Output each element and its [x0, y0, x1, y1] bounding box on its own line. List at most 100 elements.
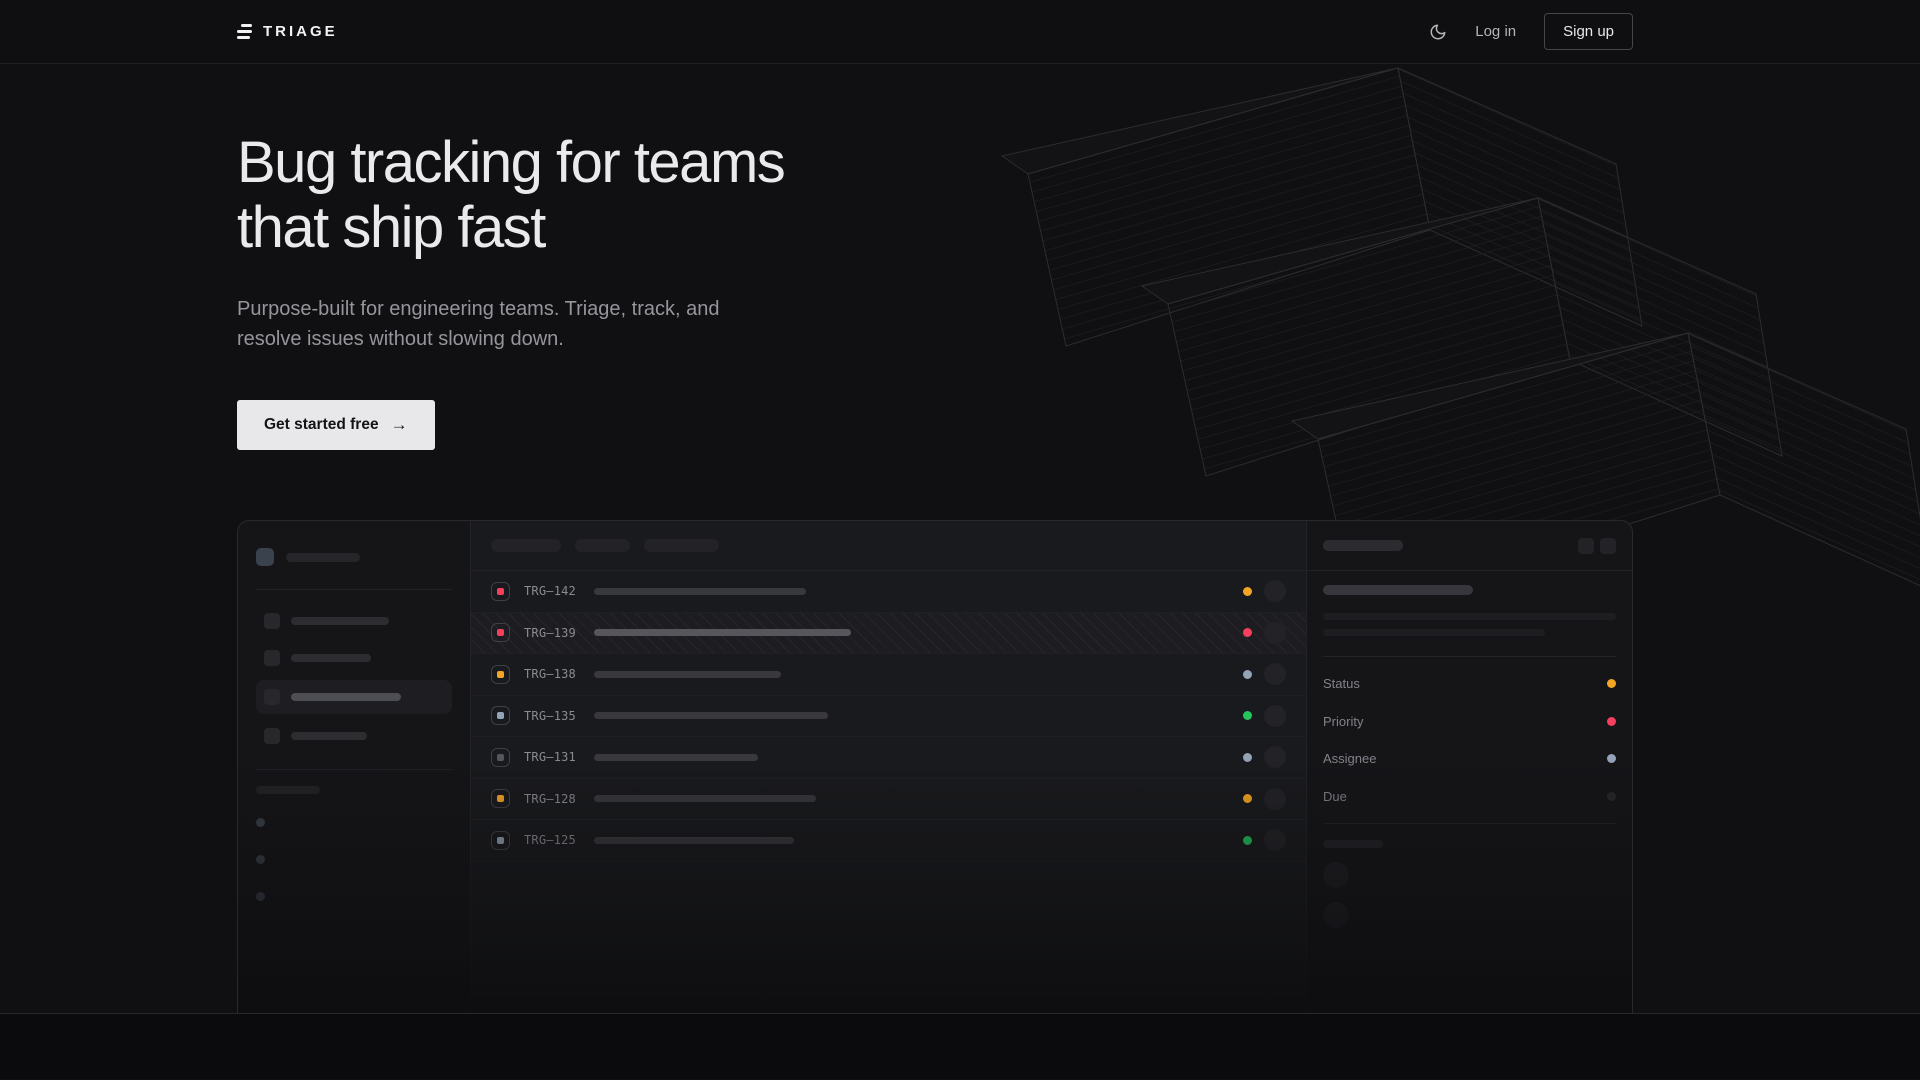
field-value-dot: [1607, 791, 1616, 801]
site-header: TRIAGE Log in Sign up: [0, 0, 1920, 64]
brand-logo[interactable]: TRIAGE: [237, 23, 338, 40]
toolbar-pill-placeholder: [644, 539, 719, 552]
title-line-2: that ship fast: [237, 195, 546, 260]
field-row: Priority: [1323, 703, 1616, 741]
nav-label-placeholder: [291, 732, 367, 740]
field-row: Status: [1323, 665, 1616, 703]
issue-title-placeholder: [594, 795, 816, 803]
nav-icon: [264, 613, 280, 629]
theme-toggle-moon-icon[interactable]: [1429, 23, 1447, 41]
priority-icon: [491, 747, 510, 767]
nav-label-placeholder: [291, 617, 389, 625]
status-dot: [1243, 711, 1252, 721]
priority-icon-dot: [497, 712, 504, 720]
activity-avatar: [1323, 902, 1349, 928]
priority-icon-dot: [497, 587, 504, 595]
detail-field-list: Status Priority Assignee Due: [1323, 665, 1616, 815]
header-actions: Log in Sign up: [1429, 13, 1633, 50]
field-label: Assignee: [1323, 751, 1377, 767]
issue-title-placeholder: [594, 712, 828, 720]
issue-id: TRG–142: [524, 584, 576, 599]
sidebar-section-placeholder: [256, 786, 320, 794]
site-footer: [0, 1014, 1920, 1079]
login-link[interactable]: Log in: [1475, 23, 1517, 40]
nav-icon: [264, 650, 280, 666]
title-line-1: Bug tracking for teams: [237, 130, 786, 195]
priority-icon: [491, 830, 510, 850]
detail-divider: [1323, 656, 1616, 657]
priority-icon-dot: [497, 629, 504, 637]
issue-id: TRG–138: [524, 667, 576, 682]
issue-id: TRG–139: [524, 625, 576, 640]
get-started-button[interactable]: Get started free →: [237, 400, 435, 450]
status-dot: [1243, 835, 1252, 845]
issue-title-placeholder: [594, 836, 794, 844]
sidebar-divider: [256, 589, 452, 590]
issue-list-panel: TRG–142 TRG–139 TRG–138: [471, 521, 1307, 1013]
detail-title-placeholder: [1323, 585, 1473, 595]
nav-label-placeholder: [291, 654, 371, 662]
toolbar-pill-placeholder: [575, 539, 630, 552]
status-dot: [1243, 794, 1252, 804]
priority-icon-dot: [497, 836, 504, 844]
list-toolbar: [471, 521, 1306, 571]
nav-icon: [264, 689, 280, 705]
nav-label-placeholder: [291, 693, 401, 701]
field-row: Assignee: [1323, 740, 1616, 778]
field-row: Due: [1323, 778, 1616, 816]
issue-id: TRG–125: [524, 833, 576, 848]
field-value-dot: [1607, 754, 1616, 764]
sidebar-nav: [256, 606, 452, 751]
sidebar-nav-item: [256, 606, 452, 636]
priority-icon: [491, 623, 510, 643]
issue-title-placeholder: [594, 629, 851, 637]
issue-row: TRG–125: [471, 820, 1306, 862]
detail-action-button: [1578, 537, 1594, 554]
activity-section-placeholder: [1323, 840, 1383, 848]
priority-icon: [491, 581, 510, 601]
app-preview-card: TRG–142 TRG–139 TRG–138: [237, 520, 1633, 1013]
assignee-avatar: [1264, 704, 1286, 727]
issue-row: TRG–131: [471, 737, 1306, 779]
issue-row: TRG–142: [471, 571, 1306, 613]
detail-divider: [1323, 823, 1616, 824]
sidebar-nav-item: [256, 721, 452, 751]
issue-row: TRG–128: [471, 779, 1306, 820]
status-dot: [1243, 586, 1252, 596]
issue-row: TRG–138: [471, 654, 1306, 696]
field-label: Priority: [1323, 713, 1364, 729]
detail-description-placeholder: [1323, 629, 1545, 636]
issue-title-placeholder: [594, 587, 806, 595]
issue-id: TRG–131: [524, 750, 576, 765]
detail-header-actions: [1578, 537, 1616, 554]
workspace-name-placeholder: [286, 552, 360, 562]
issue-detail-panel: Status Priority Assignee Due: [1307, 521, 1632, 1013]
priority-icon: [491, 664, 510, 684]
field-label: Due: [1323, 788, 1347, 804]
status-dot: [1243, 752, 1252, 762]
sidebar-nav-item-active: [256, 680, 452, 714]
priority-icon: [491, 789, 510, 809]
assignee-avatar: [1264, 829, 1286, 852]
priority-icon-dot: [497, 753, 504, 761]
field-value-dot: [1607, 716, 1616, 726]
signup-button[interactable]: Sign up: [1544, 13, 1633, 50]
field-value-dot: [1607, 679, 1616, 689]
detail-action-button: [1600, 537, 1616, 554]
issue-row: TRG–139: [471, 612, 1306, 654]
priority-icon-dot: [497, 795, 504, 803]
sidebar-nav-item: [256, 643, 452, 673]
detail-header-placeholder: [1323, 540, 1403, 551]
issue-row: TRG–135: [471, 696, 1306, 737]
workspace-avatar: [256, 548, 274, 566]
sidebar-dot: [256, 855, 265, 864]
sidebar-dot: [256, 892, 265, 901]
cta-label: Get started free: [264, 416, 379, 433]
page-title: Bug tracking for teams that ship fast: [237, 130, 1633, 260]
issue-id: TRG–128: [524, 791, 576, 806]
toolbar-pill-placeholder: [491, 539, 561, 552]
workspace-row: [256, 543, 452, 571]
priority-icon: [491, 706, 510, 726]
issue-title-placeholder: [594, 753, 758, 761]
sidebar-dot-list: [256, 818, 452, 901]
